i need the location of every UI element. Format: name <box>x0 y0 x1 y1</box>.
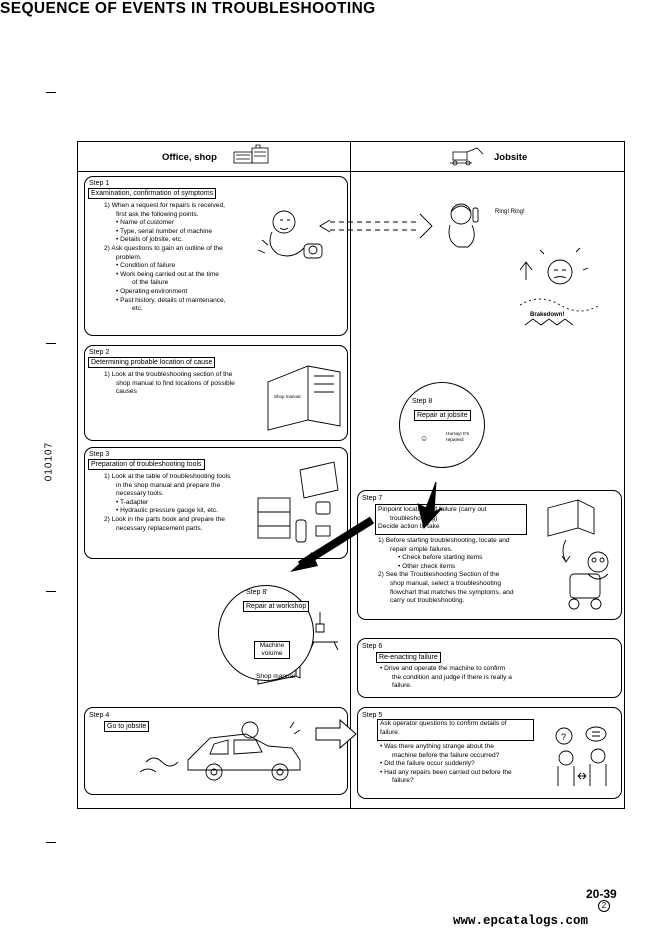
margin-tick <box>46 92 56 93</box>
step2-box <box>84 345 348 441</box>
step5-heading-box <box>377 719 534 741</box>
page-title: SEQUENCE OF EVENTS IN TROUBLESHOOTING <box>0 0 376 17</box>
step7-label: Step 7 <box>362 495 383 502</box>
office-person-phone <box>257 210 323 259</box>
step3-box <box>84 447 348 559</box>
step1-text: 1) When a request for repairs is receive… <box>104 202 226 313</box>
step1-label: Step 1 <box>89 180 110 187</box>
jobsite-column-header: Jobsite <box>494 152 528 163</box>
breakdown-text: Brakedown! <box>530 312 564 318</box>
step6-text: • Drive and operate the machine to confi… <box>380 665 512 690</box>
step7-text: 1) Before starting troubleshooting, loca… <box>378 537 514 605</box>
broken-machine <box>519 247 601 326</box>
troubleshooting-tools <box>257 461 339 543</box>
step8b-book: Machine volume <box>254 641 290 659</box>
step7-heading-box <box>375 504 527 535</box>
step5-box <box>357 707 622 799</box>
step6-label: Step 6 <box>362 643 383 650</box>
arrow-step7-to-step8b <box>290 516 375 572</box>
step7-box <box>357 490 622 620</box>
step7-mechanic <box>568 551 609 610</box>
step5-heading: Ask operator questions to confirm detail… <box>380 720 507 736</box>
shop-manual-book <box>267 365 341 431</box>
arrow-step4-to-step5 <box>315 718 357 750</box>
step5-text: • Was there anything strange about the m… <box>380 743 512 785</box>
step6-box <box>357 638 622 698</box>
phone-call-arrow <box>319 213 433 239</box>
column-divider <box>350 141 351 809</box>
jobsite-operator <box>448 203 479 248</box>
step8-heading: Repair at jobsite <box>414 410 471 421</box>
step4-box <box>84 707 348 795</box>
office-building-icon <box>233 144 269 164</box>
ring-text: Ring! Ring! <box>495 209 525 215</box>
step1-box <box>84 176 348 336</box>
step8-face-icon: ☺ <box>420 434 429 443</box>
step5-conversation: ? <box>555 726 607 786</box>
step3-label: Step 3 <box>89 451 110 458</box>
office-column-header: Office, shop <box>162 152 217 163</box>
sequence-frame <box>77 141 625 809</box>
step3-text: 1) Look at the table of troubleshooting … <box>104 473 231 532</box>
step6-heading: Re-enacting failure <box>376 652 441 663</box>
step5-label: Step 5 <box>362 712 383 719</box>
watermark: www.epcatalogs.com <box>453 914 589 928</box>
step8-speech: Hurray! It's repaired <box>446 432 470 443</box>
step1-heading: Examination, confirmation of symptoms <box>88 188 217 199</box>
margin-tick <box>46 591 56 592</box>
step8-label: Step 8 <box>412 398 433 405</box>
svg-text:?: ? <box>561 732 566 742</box>
step7-manual-illustration <box>547 499 595 563</box>
header-divider <box>77 171 625 172</box>
step8b-caption: Shop manual <box>256 673 295 680</box>
step8b-circle <box>218 585 314 681</box>
step2-text: 1) Look at the troubleshooting section o… <box>104 371 235 396</box>
step3-heading: Preparation of troubleshooting tools <box>88 459 205 470</box>
arrow-step7-to-step8 <box>417 481 443 530</box>
margin-tick <box>46 343 56 344</box>
step4-heading: Go to jobsite <box>104 721 150 732</box>
step4-label: Step 4 <box>89 712 110 719</box>
page-number: 20-39 <box>586 887 617 901</box>
excavator-icon <box>450 147 484 166</box>
margin-tick <box>46 842 56 843</box>
revision-mark: 2 <box>598 900 610 912</box>
car-to-jobsite <box>139 721 301 781</box>
book-label: Shop manual <box>274 394 301 399</box>
step2-heading: Determining probable location of cause <box>88 357 216 368</box>
step8-circle <box>399 382 485 468</box>
step8b-label: Step 8' <box>246 589 268 596</box>
step8b-heading: Repair at workshop <box>243 601 310 612</box>
step2-label: Step 2 <box>89 349 110 356</box>
